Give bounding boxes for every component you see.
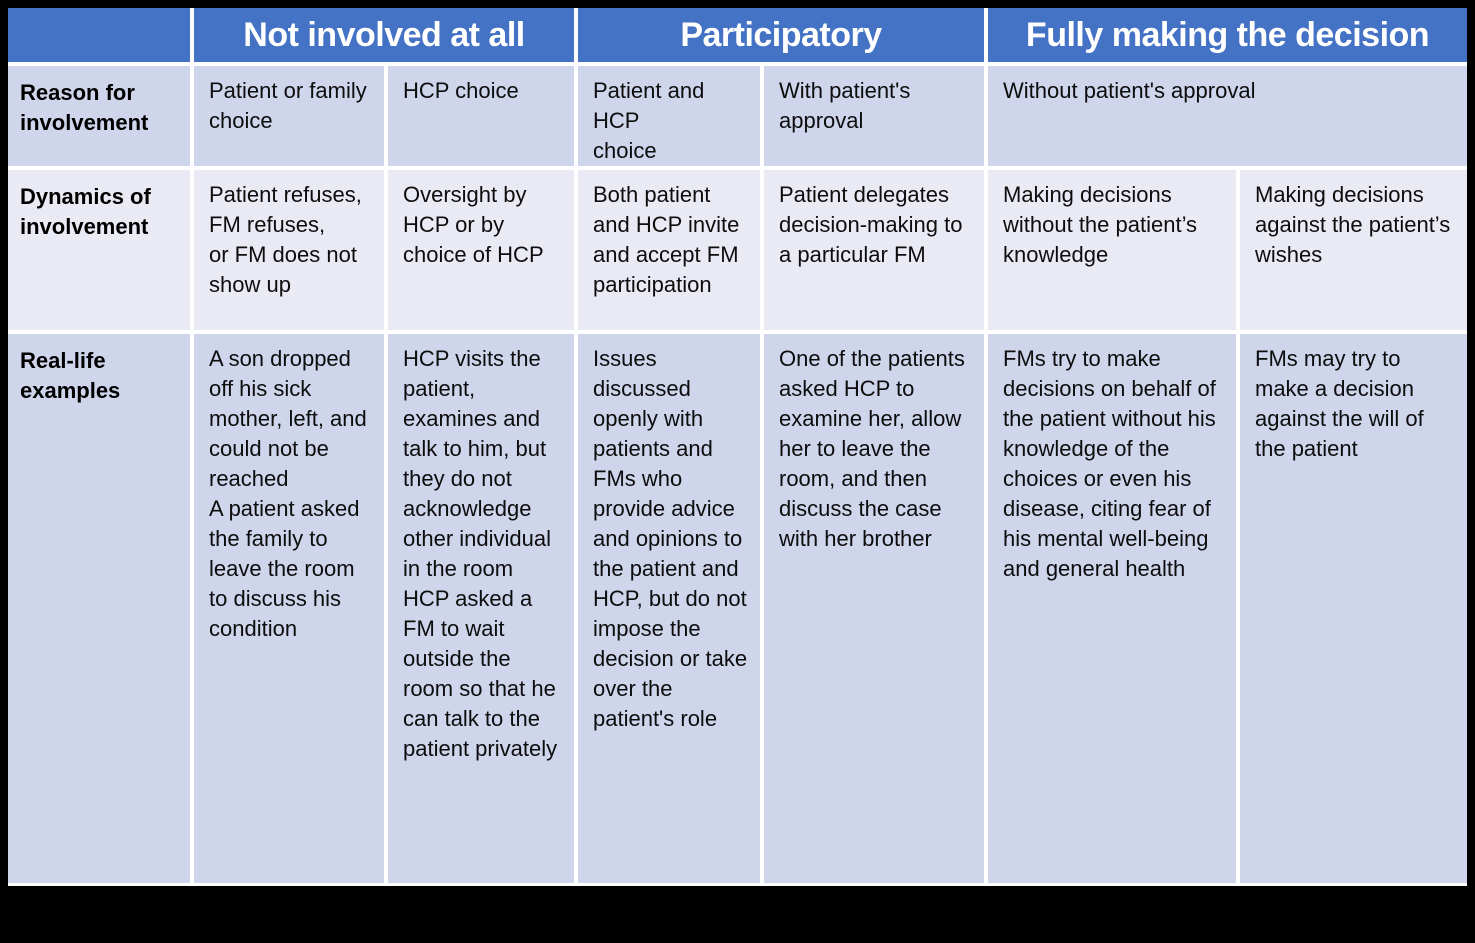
table-cell: Making decisions against the patient’s w…: [1240, 170, 1467, 330]
table-cell: FMs try to make decisions on behalf of t…: [988, 334, 1236, 883]
table-cell: Making decisions without the patient’s k…: [988, 170, 1236, 330]
table-cell: Issues discussed openly with patients an…: [578, 334, 760, 883]
table-cell: FMs may try to make a decision against t…: [1240, 334, 1467, 883]
row-label-real-life-examples: Real-life examples: [8, 334, 190, 883]
header-fully-making-decision: Fully making the decision: [988, 8, 1467, 62]
table-cell: HCP choice: [388, 66, 574, 166]
row-label-dynamics-of-involvement: Dynamics of involvement: [8, 170, 190, 330]
table-cell: Oversight by HCP or by choice of HCP: [388, 170, 574, 330]
table-cell: One of the patients asked HCP to examine…: [764, 334, 984, 883]
table-cell: Both patient and HCP invite and accept F…: [578, 170, 760, 330]
header-corner-cell: [8, 8, 190, 62]
table-cell: HCP visits the patient, examines and tal…: [388, 334, 574, 883]
header-participatory: Participatory: [578, 8, 984, 62]
table-cell: Patient refuses, FM refuses, or FM does …: [194, 170, 384, 330]
table-cell: Patient or family choice: [194, 66, 384, 166]
table-cell: Without patient's approval: [988, 66, 1467, 166]
table-cell: A son dropped off his sick mother, left,…: [194, 334, 384, 883]
table-cell: With patient's approval: [764, 66, 984, 166]
family-involvement-table: Not involved at all Participatory Fully …: [8, 8, 1467, 886]
table-cell: Patient delegates decision-making to a p…: [764, 170, 984, 330]
table-cell: Patient and HCP choice: [578, 66, 760, 166]
row-label-reason-for-involvement: Reason for involvement: [8, 66, 190, 166]
header-not-involved: Not involved at all: [194, 8, 574, 62]
